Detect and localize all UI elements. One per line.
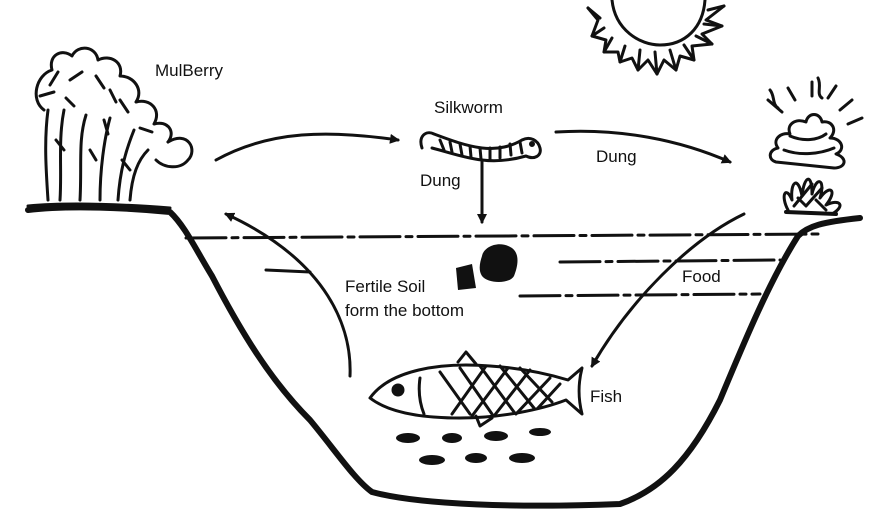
silkworm-icon	[419, 131, 542, 163]
sun-icon	[586, 0, 726, 76]
dung-pile-icon	[766, 76, 864, 170]
soil-chunk-icon	[456, 244, 518, 290]
arrow-soil-to-mulberry	[224, 212, 352, 378]
mulberry-tree-icon	[34, 46, 194, 202]
dung-label-silkworm: Dung	[420, 171, 461, 190]
arrow-food-to-fish	[590, 212, 746, 368]
silkworm-label: Silkworm	[434, 98, 503, 117]
dung-label-right: Dung	[596, 147, 637, 166]
fish-icon	[368, 350, 584, 428]
pebbles	[396, 428, 551, 465]
fertile-soil-label-line2: form the bottom	[345, 301, 465, 320]
pond-outline	[25, 202, 863, 509]
fish-label: Fish	[590, 387, 623, 406]
arrow-mulberry-to-silkworm	[214, 132, 400, 162]
bush-icon	[782, 177, 842, 216]
food-label: Food	[682, 267, 721, 286]
mulberry-label: MulBerry	[155, 61, 224, 80]
fertile-soil-label-line1: Fertile Soil	[345, 277, 426, 296]
water-lines	[184, 232, 822, 298]
arrow-silkworm-to-dung	[554, 129, 732, 164]
